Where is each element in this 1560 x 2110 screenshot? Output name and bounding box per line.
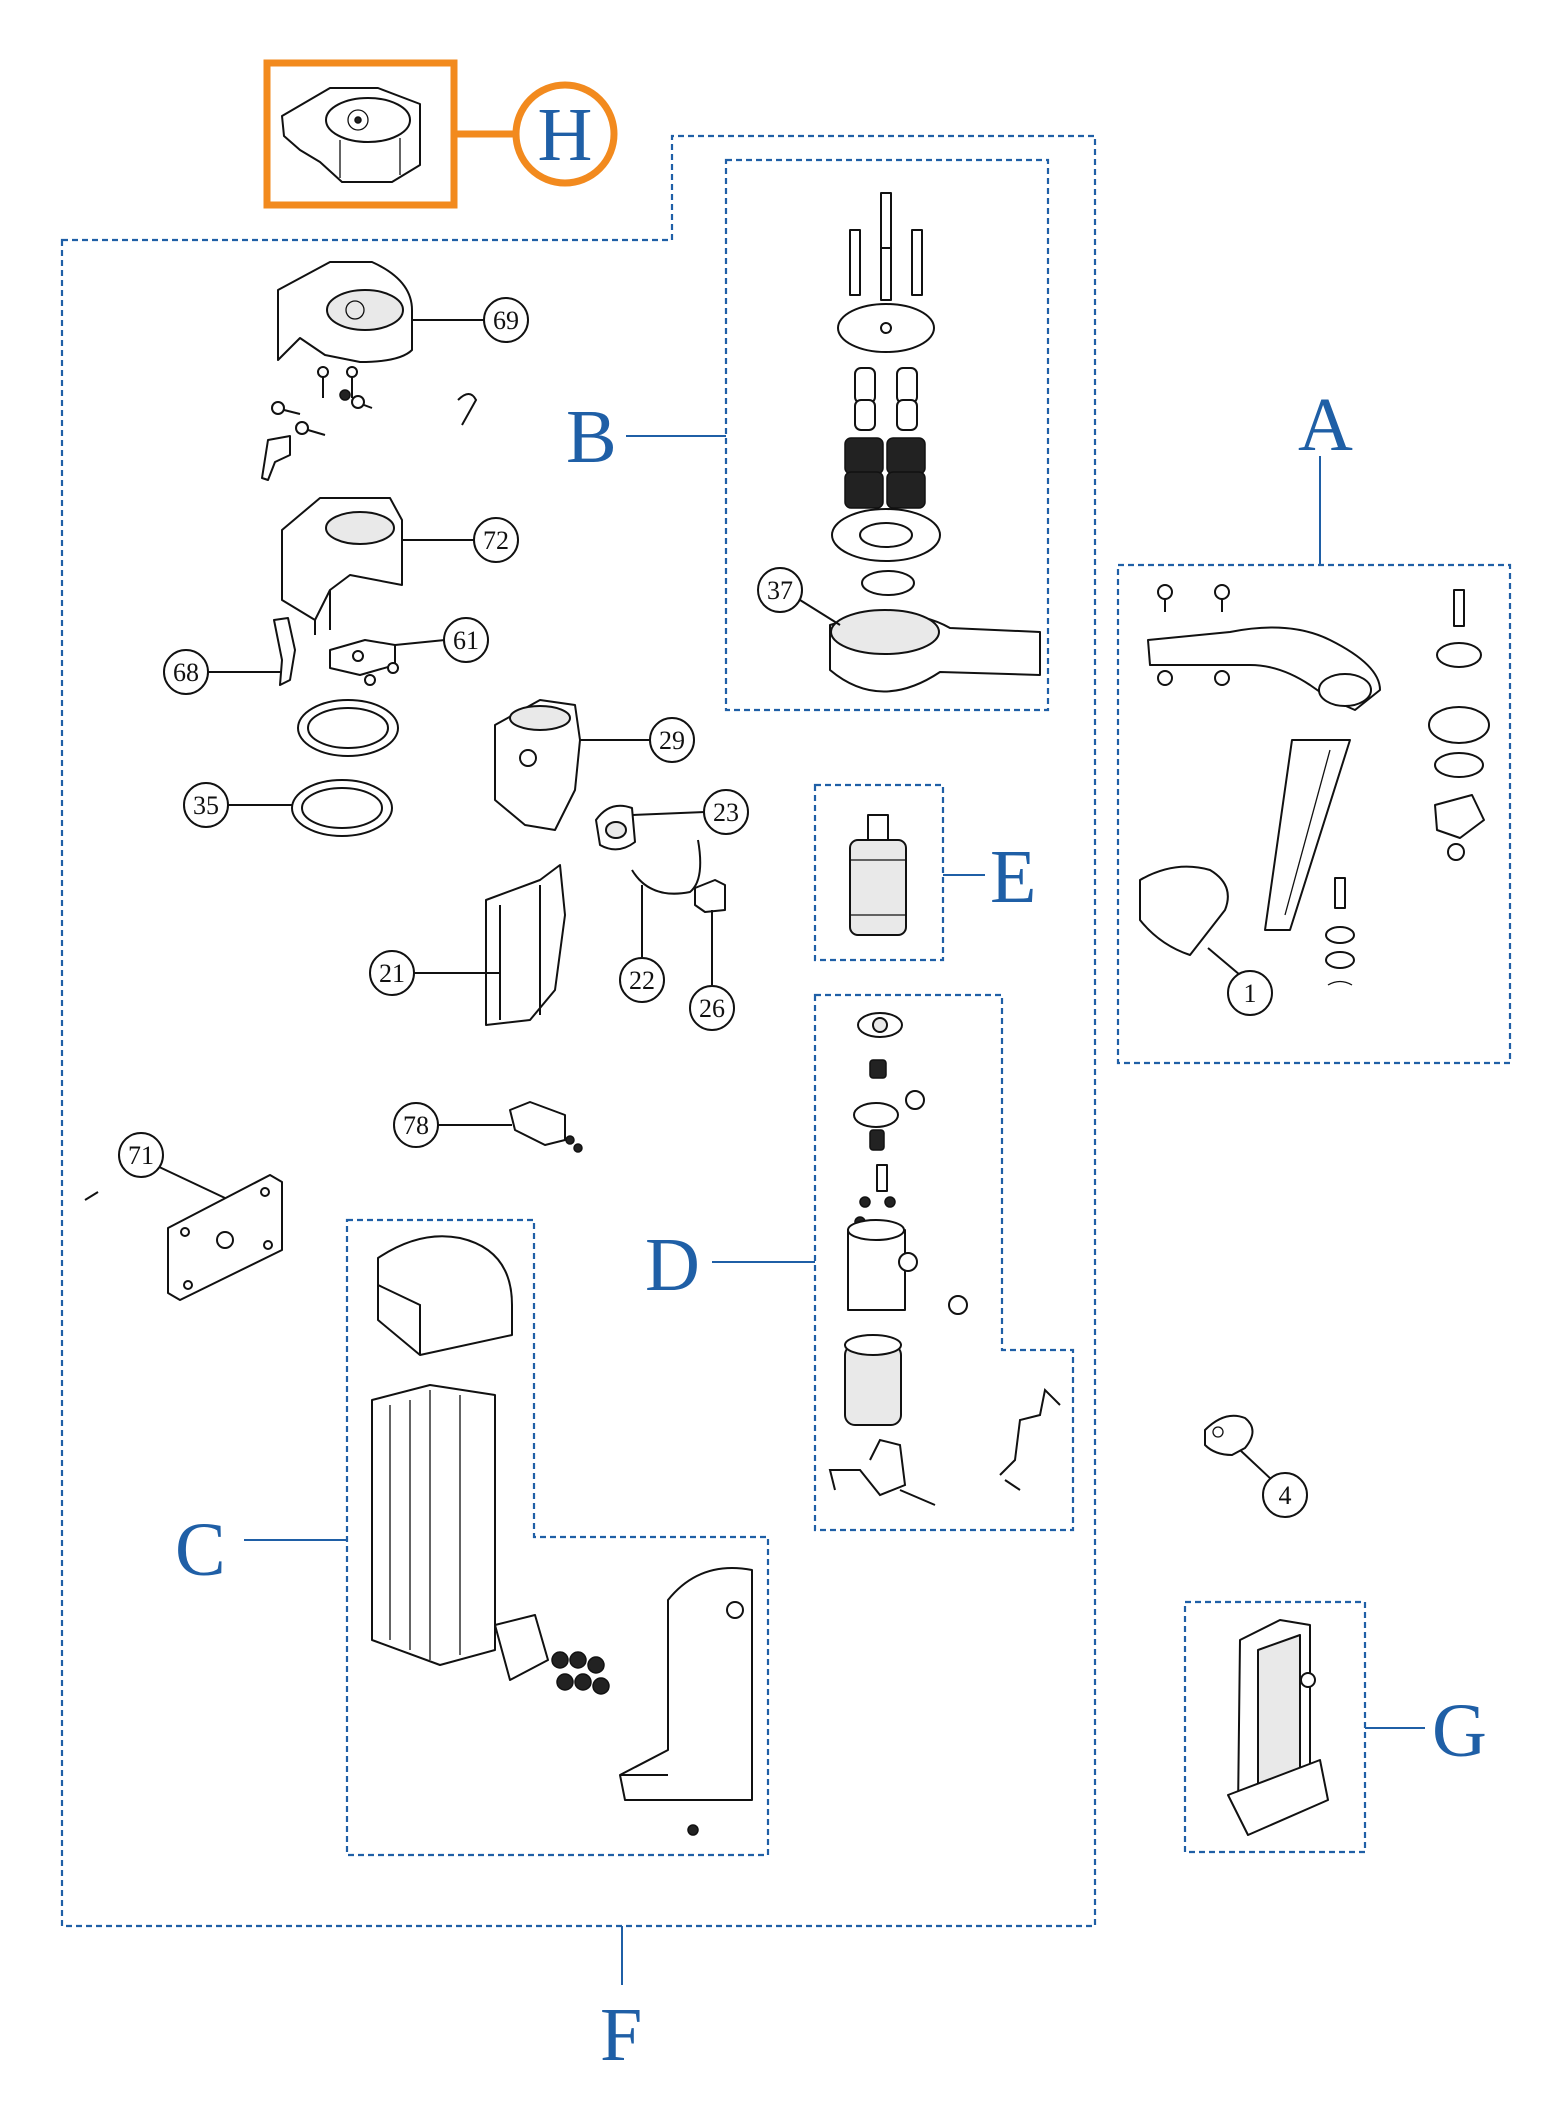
callout-22[interactable]: 22 xyxy=(629,966,655,995)
group-b-boundary xyxy=(724,158,1050,712)
bracket-78-illustration xyxy=(509,1101,583,1153)
motor-assembly-illustration-d xyxy=(828,1012,1061,1506)
motor-illustration-e xyxy=(849,814,907,936)
callout-21-circle xyxy=(369,950,415,996)
spring-clip-22-illustration xyxy=(631,839,702,895)
callout-78[interactable]: 78 xyxy=(403,1111,429,1140)
callout-4-leader xyxy=(1239,1449,1273,1481)
callout-29-circle xyxy=(649,717,695,763)
callout-21[interactable]: 21 xyxy=(379,959,405,988)
callout-26-circle xyxy=(689,985,735,1031)
top-housing-69-illustration xyxy=(277,261,413,363)
control-box-illustration xyxy=(1227,1619,1329,1836)
housing-72-illustration xyxy=(281,497,403,635)
group-h-circle[interactable] xyxy=(512,81,618,187)
group-g-letter[interactable]: G xyxy=(1432,1689,1487,1773)
group-d-boundary xyxy=(813,993,1075,1532)
callout-71[interactable]: 71 xyxy=(128,1141,154,1170)
key-part-illustration xyxy=(1204,1414,1254,1456)
callout-72-circle xyxy=(473,517,519,563)
callout-37-circle xyxy=(757,567,803,613)
group-e-letter[interactable]: E xyxy=(990,835,1036,919)
callout-69[interactable]: 69 xyxy=(493,306,519,335)
clip-26-illustration xyxy=(694,879,726,913)
callout-61-circle xyxy=(443,617,489,663)
group-f-letter[interactable]: F xyxy=(600,1993,642,2077)
callout-71-circle xyxy=(118,1132,164,1178)
mounting-plate-71-illustration xyxy=(84,1174,283,1301)
callout-69-circle xyxy=(483,297,529,343)
column-housing-illustration xyxy=(371,1235,753,1836)
callout-23[interactable]: 23 xyxy=(713,798,739,827)
callout-72[interactable]: 72 xyxy=(483,526,509,555)
callout-35[interactable]: 35 xyxy=(193,791,219,820)
group-a-letter[interactable]: A xyxy=(1298,383,1353,467)
switch-61-illustration xyxy=(329,639,399,686)
group-f-boundary xyxy=(60,134,1097,1928)
callout-22-circle xyxy=(619,957,665,1003)
callout-61[interactable]: 61 xyxy=(453,626,479,655)
cap-23-illustration xyxy=(595,804,636,851)
group-e-boundary xyxy=(813,783,945,962)
callout-4-circle xyxy=(1262,1472,1308,1518)
callout-23-circle xyxy=(703,789,749,835)
callout-37-leader xyxy=(799,599,841,626)
callout-26[interactable]: 26 xyxy=(699,994,725,1023)
group-c-letter[interactable]: C xyxy=(175,1508,226,1592)
group-h-letter[interactable]: H xyxy=(538,93,593,177)
callout-71-leader xyxy=(154,1164,226,1199)
callout-23-leader xyxy=(631,811,706,816)
lower-housing-21-illustration xyxy=(485,864,566,1026)
seal-rings-illustration xyxy=(291,699,399,837)
callout-1-leader xyxy=(1207,947,1241,976)
bracket-68-illustration xyxy=(273,617,296,686)
callout-68-circle xyxy=(163,649,209,695)
callout-68[interactable]: 68 xyxy=(173,658,199,687)
callout-29[interactable]: 29 xyxy=(659,726,685,755)
gear-housing-29-illustration xyxy=(494,699,581,831)
callout-35-circle xyxy=(183,782,229,828)
group-d-letter[interactable]: D xyxy=(645,1223,700,1307)
group-b-letter[interactable]: B xyxy=(566,395,617,479)
screws-and-sensor-illustration xyxy=(261,366,478,481)
motor-head-assembly-illustration xyxy=(281,87,421,183)
callout-1[interactable]: 1 xyxy=(1244,979,1257,1008)
callout-4[interactable]: 4 xyxy=(1279,1481,1292,1510)
arm-bracket-parts-illustration xyxy=(1139,584,1490,986)
callout-37[interactable]: 37 xyxy=(767,576,793,605)
group-a-boundary xyxy=(1116,563,1512,1065)
gearbox-parts-illustration xyxy=(829,192,1041,693)
callout-61-leader xyxy=(394,639,446,646)
callout-78-circle xyxy=(393,1102,439,1148)
callout-1-circle xyxy=(1227,970,1273,1016)
